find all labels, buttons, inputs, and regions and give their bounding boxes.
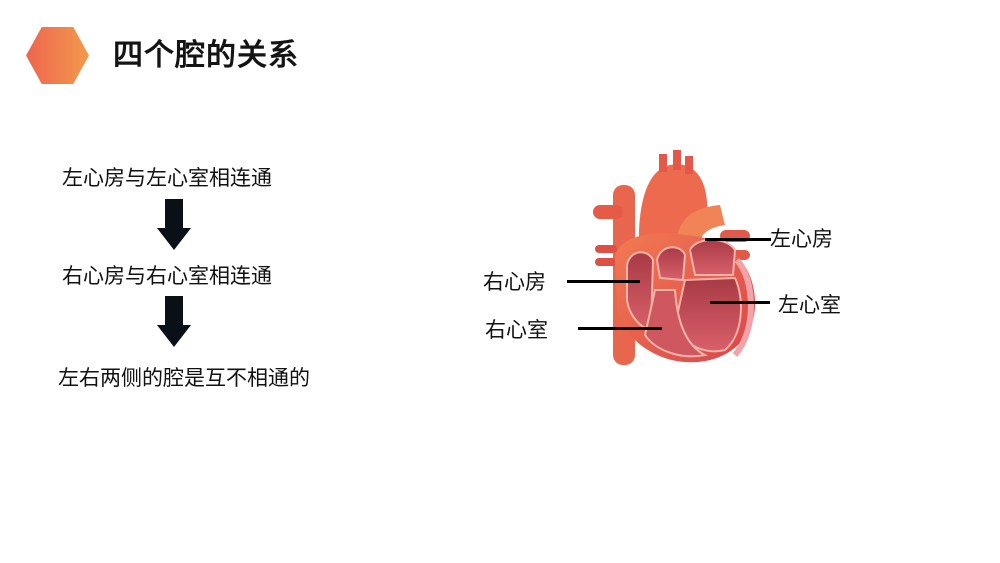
label-right-atrium: 右心房	[483, 270, 546, 294]
flow-step-3: 左右两侧的腔是互不相通的	[58, 366, 310, 390]
leader-line-left-ventricle	[710, 301, 770, 304]
label-right-ventricle: 右心室	[485, 318, 548, 342]
label-left-ventricle: 左心室	[778, 293, 841, 317]
hexagon-icon	[26, 27, 89, 84]
leader-line-left-atrium	[705, 238, 771, 241]
down-arrow-icon	[157, 199, 191, 250]
leader-line-right-atrium	[567, 280, 640, 283]
flow-step-1: 左心房与左心室相连通	[62, 166, 272, 190]
label-left-atrium: 左心房	[770, 227, 833, 251]
leader-line-right-ventricle	[578, 327, 662, 330]
flow-step-2: 右心房与右心室相连通	[62, 264, 272, 288]
page-title: 四个腔的关系	[113, 38, 299, 73]
heart-illustration	[593, 150, 756, 365]
down-arrow-icon	[157, 296, 191, 347]
